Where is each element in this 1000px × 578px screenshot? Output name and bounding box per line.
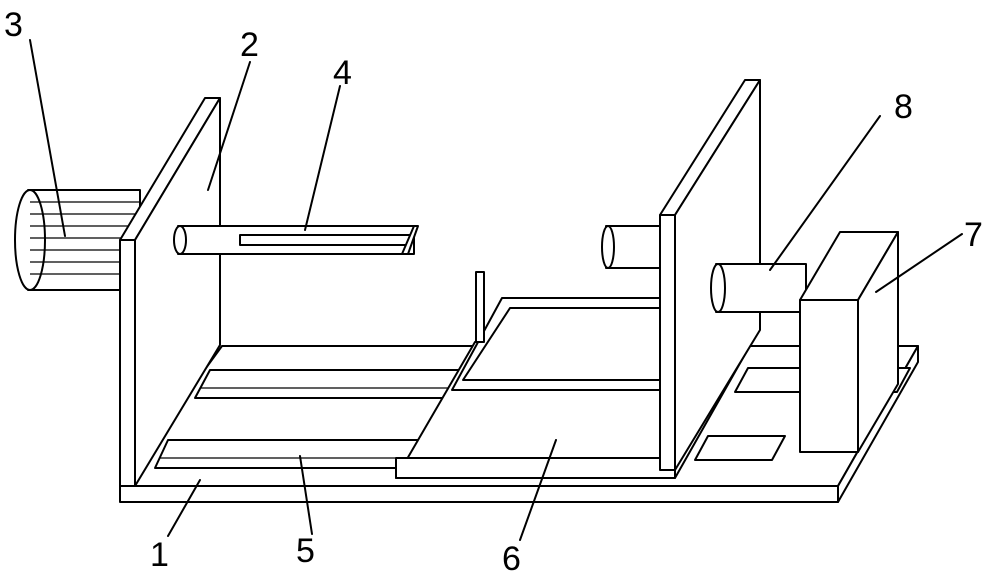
left-vertical-plate	[119, 97, 221, 487]
tray	[451, 271, 666, 391]
label-3: 3	[4, 6, 23, 44]
label-5: 5	[296, 532, 315, 570]
label-2: 2	[240, 26, 259, 64]
label-7: 7	[964, 216, 983, 254]
label-6: 6	[502, 540, 521, 578]
left-shaft	[173, 225, 419, 255]
right-rear-shaft	[601, 225, 667, 269]
label-4: 4	[333, 54, 352, 92]
leader-lines	[29, 39, 963, 541]
callout-labels: 3 2 4 8 7 1 5 6	[4, 6, 983, 578]
right-motor	[799, 231, 899, 453]
right-shaft	[710, 263, 807, 313]
label-1: 1	[150, 536, 169, 574]
label-8: 8	[894, 88, 913, 126]
